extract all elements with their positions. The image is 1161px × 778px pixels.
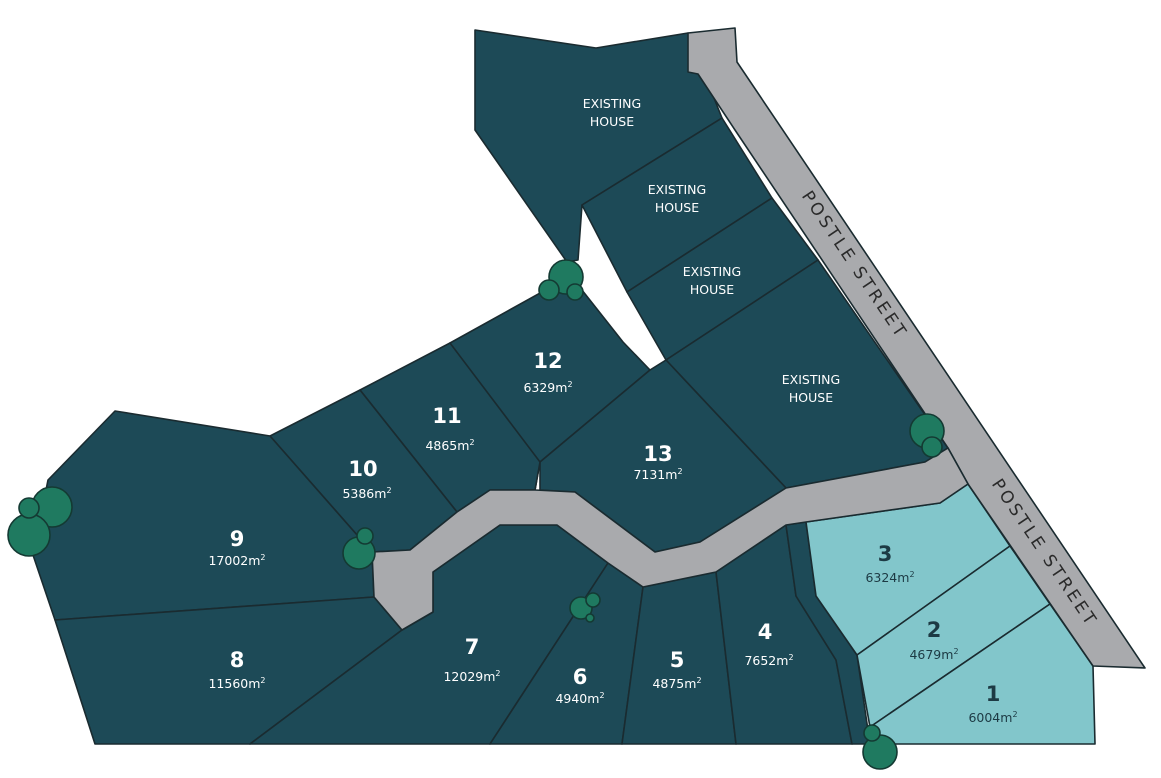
tree-icon <box>356 527 374 545</box>
lot-number: 2 <box>927 618 942 642</box>
lot-area: 17002m2 <box>208 553 265 568</box>
lot-area: 4679m2 <box>909 647 958 662</box>
internal-access-road <box>371 447 969 631</box>
lot-number: 6 <box>573 665 588 689</box>
svg-text:EXISTING: EXISTING <box>583 96 641 111</box>
house-label: EXISTING <box>683 264 741 279</box>
lot-8[interactable]: 8 11560m2 <box>54 596 403 745</box>
tree-icon <box>585 613 595 623</box>
tree-icon <box>863 724 881 742</box>
lot-number: 13 <box>643 442 672 466</box>
tree-cluster-lot6 <box>569 592 601 623</box>
tree-icon <box>18 497 40 519</box>
lot-number: 3 <box>878 542 893 566</box>
tree-cluster-east <box>909 413 945 458</box>
tree-icon <box>538 279 560 301</box>
house-label: HOUSE <box>789 390 833 405</box>
lot-number: 4 <box>758 620 773 644</box>
tree-cluster-south <box>862 724 898 770</box>
house-label: HOUSE <box>655 200 699 215</box>
house-label: HOUSE <box>690 282 734 297</box>
svg-text:HOUSE: HOUSE <box>789 390 833 405</box>
lot-number: 8 <box>230 648 245 672</box>
lot-number: 1 <box>986 682 1001 706</box>
lot-area: 12029m2 <box>443 669 500 684</box>
lot-number: 7 <box>465 635 480 659</box>
existing-house-lot-1[interactable]: EXISTING HOUSE <box>474 29 723 263</box>
lot-area: 4875m2 <box>652 676 701 691</box>
lot-number: 10 <box>348 457 377 481</box>
lot-3[interactable]: 3 6324m2 <box>805 483 1011 656</box>
lot-number: 12 <box>533 349 562 373</box>
svg-text:EXISTING: EXISTING <box>782 372 840 387</box>
house-label: HOUSE <box>590 114 634 129</box>
lot-area: 6329m2 <box>523 380 572 395</box>
lot-area: 6324m2 <box>865 570 914 585</box>
house-label: EXISTING <box>648 182 706 197</box>
tree-cluster-north <box>538 259 584 301</box>
svg-text:EXISTING: EXISTING <box>683 264 741 279</box>
tree-icon <box>921 436 943 458</box>
lot-area: 5386m2 <box>342 486 391 501</box>
svg-text:HOUSE: HOUSE <box>655 200 699 215</box>
svg-text:EXISTING: EXISTING <box>648 182 706 197</box>
lot-number: 11 <box>432 404 461 428</box>
house-label: EXISTING <box>782 372 840 387</box>
lot-area: 4865m2 <box>425 438 474 453</box>
tree-cluster-lot10 <box>342 527 376 570</box>
existing-house-lot-2[interactable]: EXISTING HOUSE <box>581 117 773 293</box>
tree-icon <box>585 592 601 608</box>
house-label: EXISTING <box>583 96 641 111</box>
lot-number: 5 <box>670 648 685 672</box>
lot-area: 11560m2 <box>208 676 265 691</box>
tree-cluster-west <box>7 486 73 557</box>
lot-area: 7131m2 <box>633 467 682 482</box>
lot-area: 7652m2 <box>744 653 793 668</box>
lot-number: 9 <box>230 527 245 551</box>
svg-text:HOUSE: HOUSE <box>590 114 634 129</box>
lot-area: 4940m2 <box>555 691 604 706</box>
lot-area: 6004m2 <box>968 710 1017 725</box>
tree-icon <box>7 513 51 557</box>
tree-icon <box>566 283 584 301</box>
svg-text:HOUSE: HOUSE <box>690 282 734 297</box>
